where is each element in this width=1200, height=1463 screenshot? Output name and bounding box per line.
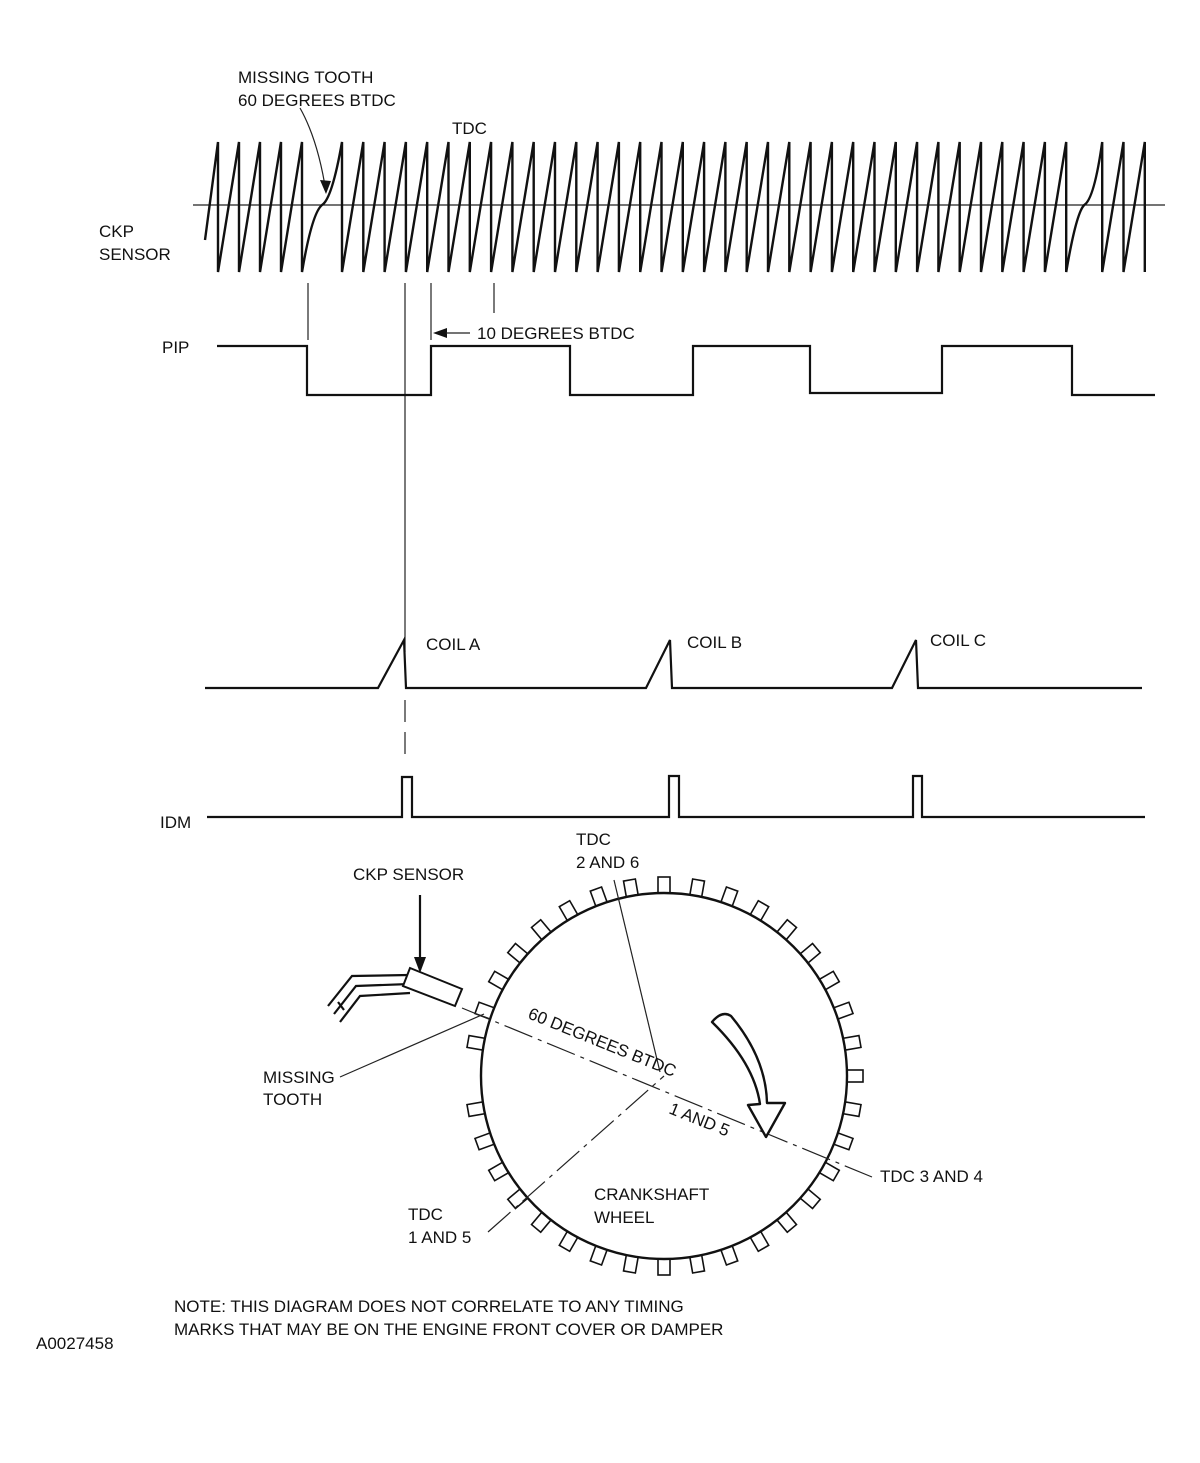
- ckp-label-line1: CKP: [99, 222, 134, 241]
- missing-tooth2-leader: [339, 1013, 485, 1078]
- coil-a-label: COIL A: [426, 635, 481, 654]
- note-line2: MARKS THAT MAY BE ON THE ENGINE FRONT CO…: [174, 1320, 723, 1339]
- crankshaft-wheel-label-line1: CRANKSHAFT: [594, 1185, 709, 1204]
- note-line1: NOTE: THIS DIAGRAM DOES NOT CORRELATE TO…: [174, 1297, 684, 1316]
- idm-label: IDM: [160, 813, 191, 832]
- crankshaft-wheel-label-line2: WHEEL: [594, 1208, 654, 1227]
- ten-deg-arrow: [433, 328, 447, 338]
- ckp-sensor-probe-icon: [327, 895, 464, 1023]
- tdc-26-line: [613, 879, 661, 1073]
- pip-waveform: [217, 344, 1155, 397]
- missing-tooth2-label-line2: TOOTH: [263, 1090, 322, 1109]
- missing-tooth-label-line2: 60 DEGREES BTDC: [238, 91, 396, 110]
- tdc-15-label-line2: 1 AND 5: [408, 1228, 471, 1247]
- coil-waveform: [205, 635, 1142, 690]
- tdc-15-label-line1: TDC: [408, 1205, 443, 1224]
- pip-label: PIP: [162, 338, 189, 357]
- missing-tooth-label-line1: MISSING TOOTH: [238, 68, 373, 87]
- missing-tooth-leader: [299, 107, 327, 193]
- ten-deg-label: 10 DEGREES BTDC: [477, 324, 635, 343]
- idm-waveform: [207, 774, 1145, 819]
- ckp-sensor-label: CKP SENSOR: [353, 865, 464, 884]
- tdc-34-label: TDC 3 AND 4: [880, 1167, 983, 1186]
- coil-c-label: COIL C: [930, 631, 986, 650]
- missing-tooth2-label-line1: MISSING: [263, 1068, 335, 1087]
- sixty-deg-line: [461, 1007, 873, 1178]
- ckp-sensor-waveform: [203, 141, 1146, 273]
- tdc-top-label: TDC: [452, 119, 487, 138]
- tdc-26-label-line1: TDC: [576, 830, 611, 849]
- coil-b-label: COIL B: [687, 633, 742, 652]
- figure-id: A0027458: [36, 1334, 114, 1353]
- missing-tooth-leader-arrowhead: [320, 180, 331, 194]
- tdc-15-line: [487, 1075, 665, 1233]
- rotation-arrow-icon: [710, 1012, 787, 1139]
- ckp-label-line2: SENSOR: [99, 245, 171, 264]
- tdc-26-label-line2: 2 AND 6: [576, 853, 639, 872]
